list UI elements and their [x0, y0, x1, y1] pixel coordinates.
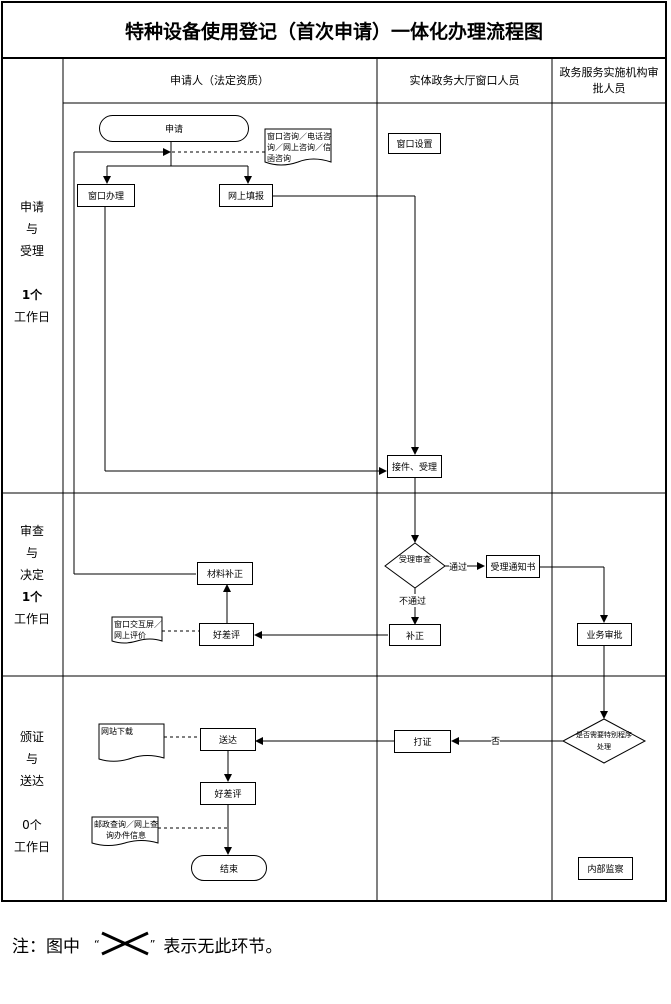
phase-unit: 工作日 [13, 612, 50, 626]
consult-doc-shape [264, 128, 332, 166]
review-decision-diamond [384, 542, 446, 589]
phase-name-line: 与 [25, 546, 38, 560]
phase-name-line: 审查 [19, 524, 44, 538]
phase-issue-deliver: 颁证 与 送达 0个 工作日 [1, 726, 63, 858]
special-decision-diamond [561, 718, 647, 764]
material-supplement-node: 材料补正 [197, 562, 253, 585]
no-label: 否 [491, 734, 501, 747]
note-open-quote: “ [94, 937, 100, 951]
note-prefix: 注：图中 [12, 936, 80, 957]
phase-days: 0个 [22, 818, 42, 832]
rating-doc-1: 窗口交互屏／网上评价 [114, 620, 162, 640]
pass-label: 通过 [449, 560, 468, 573]
phase-name-line: 决定 [19, 568, 44, 582]
rating-node-2: 好差评 [200, 782, 256, 805]
phase-review-decide: 审查 与 决定 1个 工作日 [1, 520, 63, 630]
online-fill-node: 网上填报 [219, 184, 273, 207]
phase-name-line: 与 [25, 222, 38, 236]
rating-node-1: 好差评 [199, 623, 254, 646]
internal-supervision-node: 内部监察 [578, 857, 633, 880]
phase-unit: 工作日 [13, 840, 50, 854]
start-node: 申请 [99, 115, 249, 142]
note-suffix: 表示无此环节。 [163, 936, 283, 957]
phase-unit: 工作日 [13, 310, 50, 324]
lane-header-applicant: 申请人（法定资质） [170, 74, 269, 87]
window-handle-node: 窗口办理 [77, 184, 135, 207]
business-approval-node: 业务审批 [577, 623, 632, 646]
lane-header-window-staff: 实体政务大厅窗口人员 [409, 74, 520, 87]
fail-label: 不通过 [399, 594, 427, 607]
window-setup-node: 窗口设置 [388, 133, 441, 154]
phase-name-line: 颁证 [19, 730, 44, 744]
legend-note: 注：图中 “ ” 表示无此环节。 [12, 930, 282, 958]
phase-days: 1个 [21, 288, 43, 302]
print-cert-node: 打证 [394, 730, 451, 753]
accept-notice-node: 受理通知书 [486, 555, 540, 578]
review-decision-label: 受理审查 [399, 555, 431, 564]
phase-name-line: 受理 [19, 244, 44, 258]
rating-doc-shape [111, 616, 163, 644]
website-doc-shape [98, 723, 165, 762]
cross-icon [101, 931, 149, 956]
swimlane-grid [1, 57, 667, 902]
phase-name-line: 送达 [19, 774, 44, 788]
website-download-doc: 网站下载 [101, 727, 133, 736]
special-decision-label: 是否需要特别程序处理 [576, 731, 632, 751]
phase-days: 1个 [21, 590, 43, 604]
page-title: 特种设备使用登记（首次申请）一体化办理流程图 [1, 1, 667, 57]
query-doc: 邮政查询／网上查询办件信息 [94, 820, 158, 840]
phase-apply-accept: 申请 与 受理 1个 工作日 [1, 196, 63, 328]
deliver-node: 送达 [200, 728, 256, 751]
phase-name-line: 申请 [19, 200, 44, 214]
end-node: 结束 [191, 855, 267, 881]
lane-header-approver: 政务服务实施机构审批人员 [559, 66, 659, 95]
query-doc-shape [91, 816, 159, 846]
receive-accept-node: 接件、受理 [387, 455, 442, 478]
phase-name-line: 与 [25, 752, 38, 766]
note-close-quote: ” [149, 937, 156, 951]
supplement-node: 补正 [389, 624, 441, 646]
consult-doc: 窗口咨询／电话咨询／网上咨询／信函咨询 [267, 132, 331, 163]
